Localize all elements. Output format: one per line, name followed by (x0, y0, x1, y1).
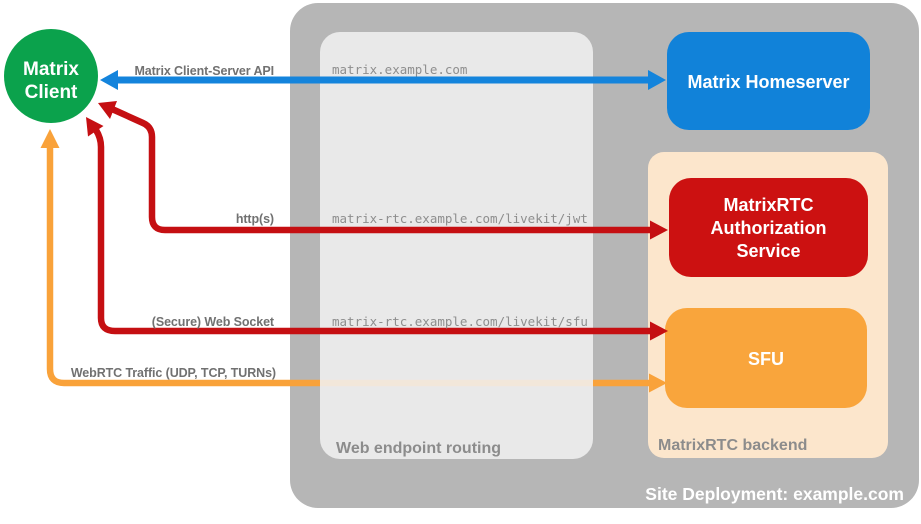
matrix-homeserver-node (667, 32, 870, 130)
client-server-api-arrow (100, 70, 666, 90)
websocket-arrowhead-to-client-icon (86, 117, 104, 137)
https-jwt-arrow (98, 101, 668, 240)
jwt-edge-label: http(s) (236, 212, 274, 226)
api-edge-label: Matrix Client-Server API (134, 64, 274, 78)
route-matrix-host: matrix.example.com (332, 62, 467, 77)
web-endpoint-routing-caption: Web endpoint routing (336, 440, 501, 457)
web-endpoint-routing-panel (320, 32, 593, 459)
auth-service-label-line3: Service (736, 241, 800, 261)
webrtc-arrowhead-to-client-icon (40, 129, 60, 148)
webrtc-traffic-arrow (40, 129, 667, 393)
matrix-client-label-line1: Matrix (23, 59, 79, 80)
jwt-arrowhead-to-client-icon (98, 101, 117, 119)
auth-service-label-line1: MatrixRTC (723, 195, 813, 215)
route-livekit-jwt: matrix-rtc.example.com/livekit/jwt (332, 211, 588, 226)
api-arrowhead-to-client-icon (100, 70, 118, 90)
sfu-node (665, 308, 867, 408)
sfu-label: SFU (748, 349, 784, 369)
route-livekit-sfu: matrix-rtc.example.com/livekit/sfu (332, 314, 588, 329)
webrtc-arrowhead-to-sfu-icon (649, 373, 667, 393)
matrix-client-node (4, 29, 98, 123)
matrix-client-label-line2: Client (25, 82, 78, 103)
site-deployment-caption: Site Deployment: example.com (645, 484, 904, 504)
api-arrowhead-to-homeserver-icon (648, 70, 666, 90)
websocket-arrowhead-to-sfu-icon (650, 321, 668, 341)
matrixrtc-auth-service-node (669, 178, 868, 277)
jwt-arrowhead-to-auth-icon (650, 220, 668, 240)
websocket-edge-label: (Secure) Web Socket (152, 315, 275, 329)
webrtc-edge-label: WebRTC Traffic (UDP, TCP, TURNs) (71, 366, 276, 380)
matrix-homeserver-label: Matrix Homeserver (687, 72, 849, 92)
matrixrtc-backend-caption: MatrixRTC backend (658, 437, 807, 454)
auth-service-label-line2: Authorization (711, 218, 827, 238)
websocket-arrow (86, 117, 668, 341)
